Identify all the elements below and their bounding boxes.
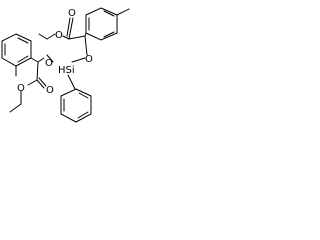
atom-label-o-ester-left: O: [17, 83, 25, 94]
aromatic-ring: [1, 33, 32, 67]
silicon-center: HSi: [46, 54, 76, 90]
bond: [36, 61, 39, 81]
bond: [66, 17, 71, 37]
top-ester-group: O O: [38, 8, 86, 41]
atom-label-o-link-left: O: [45, 58, 53, 69]
chemical-structure: O O O HSi O: [1, 7, 130, 123]
left-tolyl-ring: [1, 33, 39, 77]
bond: [77, 111, 89, 119]
bond: [78, 92, 89, 99]
bond: [27, 79, 38, 86]
bond: [84, 32, 87, 37]
atom-label-o-carbonyl-top: O: [68, 8, 76, 19]
atom-label-o-carbonyl-left: O: [46, 85, 54, 96]
bond: [9, 103, 22, 113]
bond: [36, 79, 45, 89]
bond: [68, 35, 86, 40]
methyl-bond: [116, 8, 130, 16]
top-tolyl-ring: [84, 7, 130, 41]
structure-diagram: O O O HSi O: [0, 0, 155, 133]
bond: [30, 57, 39, 63]
atom-label-o-ester-top: O: [55, 30, 63, 41]
aromatic-ring: [85, 7, 118, 41]
bond: [38, 77, 47, 87]
atom-label-o-link-top: O: [85, 54, 93, 65]
bond: [68, 17, 74, 40]
bond: [103, 10, 115, 17]
bond: [46, 54, 54, 63]
bond: [67, 74, 76, 90]
bond: [38, 33, 48, 40]
bond: [103, 31, 115, 38]
aromatic-ring: [60, 88, 92, 123]
phenyl-ring: [60, 88, 92, 123]
bond: [71, 57, 86, 63]
bond: [37, 57, 45, 63]
atom-label-si: HSi: [58, 65, 75, 76]
top-o-link: O: [71, 35, 93, 65]
bond: [17, 37, 29, 44]
left-ester-group: O O O: [9, 57, 54, 113]
bond: [62, 35, 70, 40]
bond: [84, 35, 88, 56]
bond: [46, 33, 56, 40]
bond: [17, 55, 29, 63]
